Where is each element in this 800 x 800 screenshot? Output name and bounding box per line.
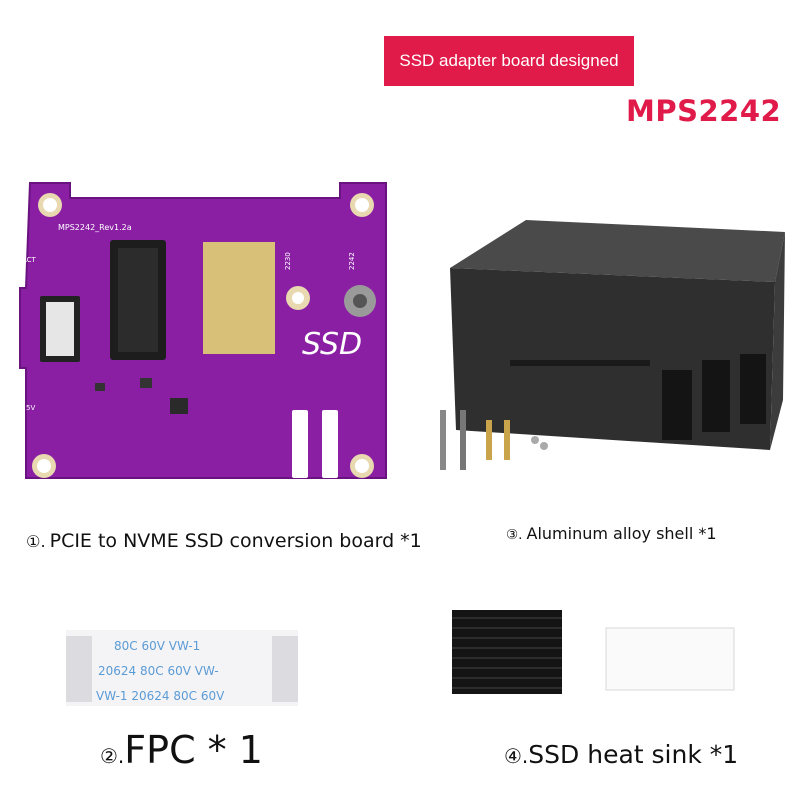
board-footer-label: Power up the MCU <box>84 481 158 490</box>
banner: SSD adapter board designed <box>384 36 634 86</box>
caption-item4-num: ④. <box>504 744 529 768</box>
caption-item2: ②.FPC * 1 <box>100 728 263 772</box>
fpc-row2: 20624 80C 60V VW- <box>98 664 219 678</box>
banner-text: SSD adapter board designed <box>399 51 619 70</box>
model-title: MPS2242 <box>626 94 782 128</box>
board-ssd-label: SSD <box>302 327 362 362</box>
fpc-cable-image: 80C 60V VW-1 20624 80C 60V VW- VW-1 2062… <box>66 630 298 706</box>
caption-item1: ①.PCIE to NVME SSD conversion board *1 <box>26 530 422 552</box>
aluminum-shell-image <box>440 220 785 470</box>
caption-item1-num: ①. <box>26 532 46 551</box>
v5-label: 5V <box>26 404 35 412</box>
act-label: ACT <box>22 256 37 264</box>
caption-item2-text: FPC * 1 <box>124 728 263 772</box>
size-2242-label: 2242 <box>348 252 356 270</box>
caption-item3-text: Aluminum alloy shell *1 <box>526 524 717 543</box>
caption-item3-num: ③. <box>506 527 523 543</box>
size-2230-label: 2230 <box>284 252 292 270</box>
caption-item3: ③.Aluminum alloy shell *1 <box>506 524 717 543</box>
caption-item4: ④.SSD heat sink *1 <box>504 740 738 769</box>
caption-item4-text: SSD heat sink *1 <box>528 740 739 769</box>
fpc-row3: VW-1 20624 80C 60V <box>96 689 225 703</box>
caption-item2-num: ②. <box>100 744 125 768</box>
adapter-board-image: MPS2242_Rev1.2a SSD 2230 2242 ACT 5V Pow… <box>19 182 387 490</box>
fpc-row1: 80C 60V VW-1 <box>114 639 200 653</box>
heat-sink-image <box>452 610 735 694</box>
caption-item1-text: PCIE to NVME SSD conversion board *1 <box>49 530 422 552</box>
board-rev-label: MPS2242_Rev1.2a <box>58 223 132 232</box>
